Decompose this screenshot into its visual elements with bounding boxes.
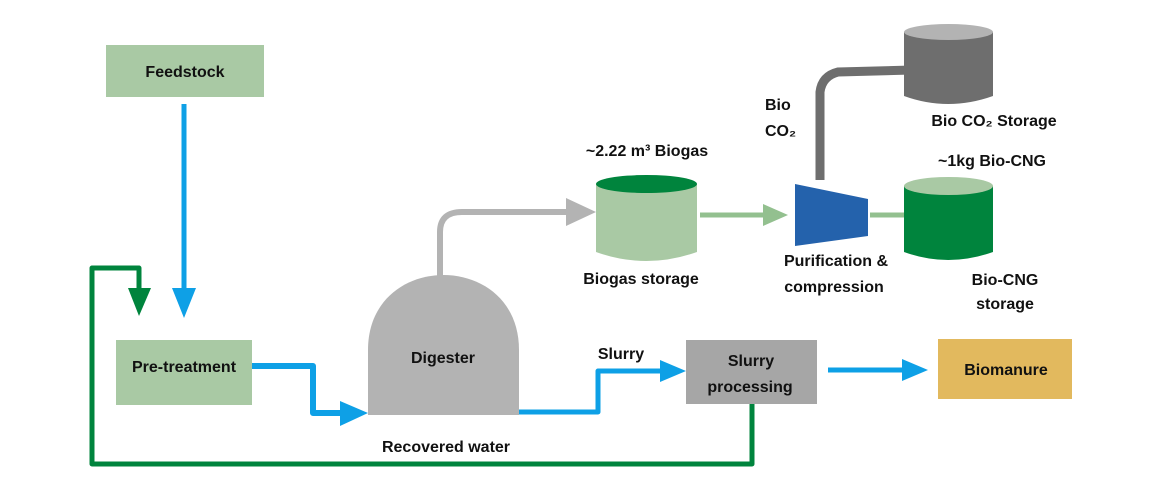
biogas-storage-cylinder: [596, 175, 697, 261]
slurry-label: Slurry: [598, 346, 644, 363]
recovered-water-label: Recovered water: [382, 439, 510, 456]
recovered-water-arrow: [89, 265, 755, 467]
digester-label: Digester: [411, 350, 475, 367]
feedstock-arrow: [172, 104, 196, 318]
feedstock-node: Feedstock: [106, 45, 264, 97]
bio-co2-label-2: CO₂: [765, 123, 796, 140]
digester-node: Digester: [368, 275, 519, 415]
biocng-storage-cylinder: [904, 177, 993, 260]
biocng-storage-label-2: storage: [976, 296, 1034, 313]
slurry-processing-node: Slurry processing: [686, 340, 817, 404]
slurry-processing-label-2: processing: [707, 379, 792, 396]
purification-label-2: compression: [784, 279, 884, 296]
slurry-processing-label-1: Slurry: [728, 353, 774, 370]
biogas-arrow: [437, 198, 596, 283]
bio-co2-storage-cylinder: [904, 24, 993, 104]
biocng-storage-label-1: Bio-CNG: [972, 272, 1039, 289]
slurry-to-biomanure-arrow: [828, 359, 928, 381]
biomanure-label: Biomanure: [964, 362, 1048, 379]
bio-co2-storage-label: Bio CO₂ Storage: [931, 113, 1056, 130]
pretreatment-label: Pre-treatment: [132, 359, 237, 376]
biomanure-node: Biomanure: [938, 339, 1072, 399]
slurry-arrow: [519, 360, 686, 415]
purification-label-1: Purification &: [784, 253, 888, 270]
pretreatment-node: Pre-treatment: [116, 340, 252, 405]
biogas-amount-label: ~2.22 m³ Biogas: [586, 143, 708, 160]
biogas-storage-label: Biogas storage: [583, 271, 699, 288]
bio-co2-label-1: Bio: [765, 97, 791, 114]
compressor-icon: [795, 184, 868, 246]
pretreatment-to-digester-arrow: [252, 363, 368, 426]
biogas-to-purification-arrow: [700, 204, 788, 226]
biocng-amount-label: ~1kg Bio-CNG: [938, 153, 1046, 170]
feedstock-label: Feedstock: [145, 64, 224, 81]
